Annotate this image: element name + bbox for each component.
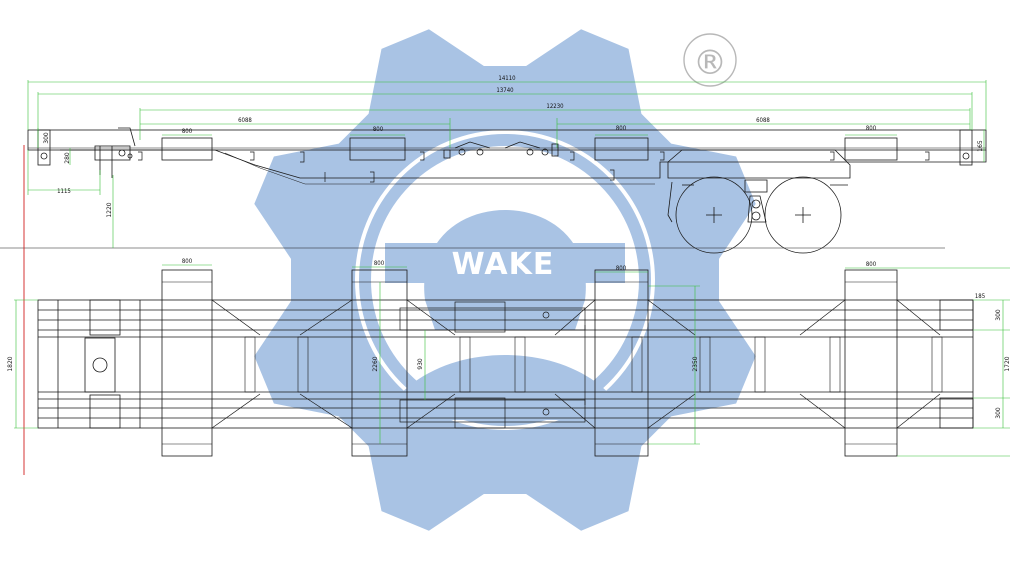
rear-bolt-icon <box>962 152 970 160</box>
registered-mark: ® <box>683 33 737 87</box>
watermark-brand-text: WAKE <box>452 247 555 282</box>
top-dimension-labels: 800 800 800 800 1820 2260 930 2350 185 3… <box>7 258 1010 419</box>
twist-lock-4 <box>844 137 898 161</box>
dim-half-right: 6088 <box>756 117 770 124</box>
dim-center-span: 12230 <box>546 103 564 110</box>
dim-twist-lock-3: 800 <box>616 125 627 132</box>
dim-span-center: 930 <box>417 358 424 370</box>
wheel-rear <box>764 176 842 254</box>
registered-mark-symbol: ® <box>693 43 727 83</box>
dim-front-height: 300 <box>43 132 50 144</box>
twist-lock-3 <box>594 137 649 161</box>
dim-twist-lock-4: 800 <box>866 125 877 132</box>
dim-twist-lock-1: 800 <box>182 128 193 135</box>
dim-width-left: 1820 <box>7 356 14 371</box>
dim-half-left: 6088 <box>238 117 252 124</box>
crossbeam-3 <box>594 269 649 457</box>
dim-span-b: 2350 <box>692 356 699 371</box>
side-view <box>0 127 987 254</box>
rear-end-plate <box>959 129 973 166</box>
dim-kingpin-height: 1220 <box>106 202 113 217</box>
mid-suspension <box>443 141 559 159</box>
crossbeam-1 <box>161 269 213 457</box>
top-suspension <box>399 301 586 429</box>
dim-crossbeam-3: 800 <box>616 265 627 272</box>
dim-inner: 13740 <box>496 87 514 94</box>
twist-lock-1 <box>161 137 213 161</box>
top-outer-frame <box>37 299 974 429</box>
top-dimension-lines <box>14 264 1010 457</box>
crossbeam-4 <box>844 269 898 457</box>
dim-rear-width: 1720 <box>1004 356 1010 371</box>
dim-neck-height: 280 <box>64 152 71 164</box>
side-dimension-lines <box>27 80 987 248</box>
dim-span-a: 2260 <box>372 356 379 371</box>
dim-rear-offset: 185 <box>975 293 985 300</box>
dim-kingpin-offset: 1115 <box>57 188 71 195</box>
dim-rear-top: 300 <box>995 309 1002 321</box>
gear-icon <box>254 29 756 531</box>
rear-bogie <box>667 149 851 254</box>
kingpin-plate <box>57 299 141 429</box>
brand-watermark: WAKE <box>254 29 756 531</box>
landing-gear <box>94 127 136 178</box>
dim-crossbeam-1: 800 <box>182 258 193 265</box>
front-bolt-icon <box>40 152 48 160</box>
dim-rear-height: 165 <box>977 140 984 152</box>
top-view <box>37 269 974 457</box>
twist-lock-2 <box>349 137 406 161</box>
kingpin-icon <box>92 357 108 373</box>
side-dimension-labels: 14110 13740 12230 6088 6088 800 800 800 … <box>43 75 984 218</box>
dim-twist-lock-2: 800 <box>373 126 384 133</box>
side-main-rail <box>27 129 987 151</box>
crossbeam-2 <box>351 269 408 457</box>
dim-overall: 14110 <box>498 75 516 82</box>
dim-rear-bottom: 300 <box>995 407 1002 419</box>
side-lower-beam <box>60 149 987 179</box>
dim-crossbeam-2: 800 <box>374 260 385 267</box>
dim-crossbeam-4: 800 <box>866 261 877 268</box>
